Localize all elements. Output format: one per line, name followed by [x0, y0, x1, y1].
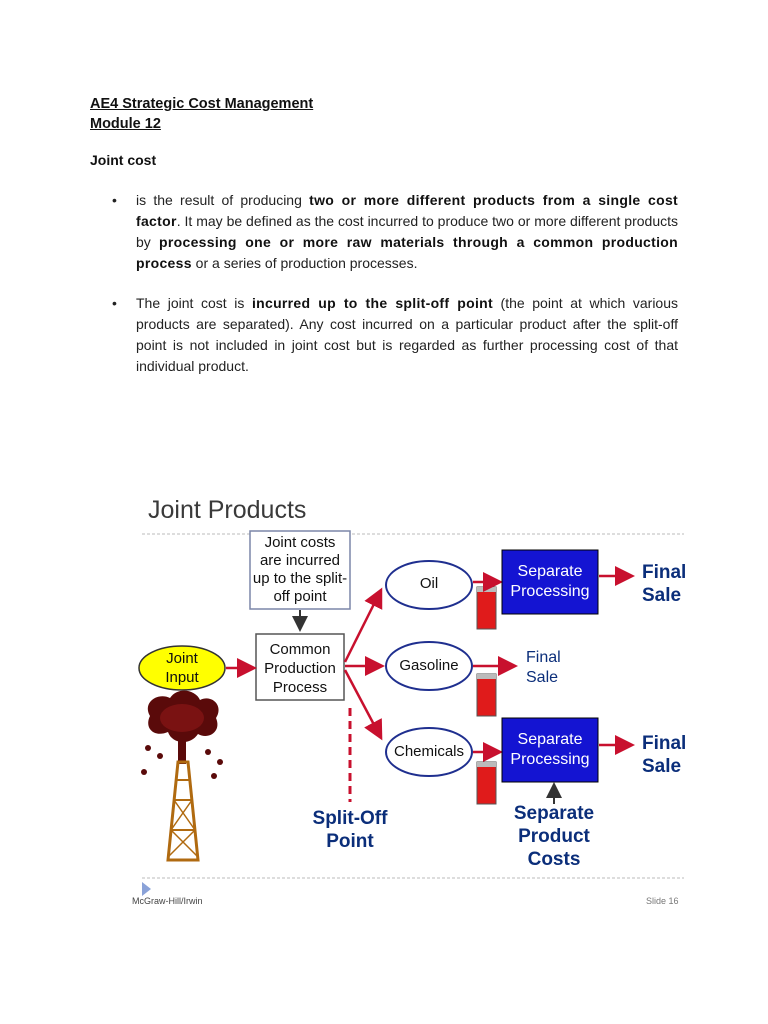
- red-cost-bar-icon: [476, 673, 497, 717]
- bullet-bold-text: two or more different products from a si…: [136, 192, 678, 229]
- gasoline-oval: [385, 641, 473, 691]
- bullet-bold-text: incurred up to the split-off point: [251, 295, 493, 311]
- split-arrow-oil: [343, 587, 383, 663]
- slide-nav-triangle-icon: [142, 882, 151, 896]
- bullet-item: The joint cost is incurred up to the spl…: [112, 293, 678, 377]
- separate-processing-label-oil: Separate Processing: [510, 563, 590, 600]
- bullet-list: is the result of producing two or more d…: [112, 190, 678, 396]
- separate-product-costs-label: Separate Product Costs: [513, 803, 595, 870]
- joint-costs-note-box: [249, 530, 351, 610]
- separate-processing-box-oil: [501, 549, 599, 615]
- red-cost-bar-icon: [476, 761, 497, 805]
- final-sale-label-gasoline: Final Sale: [526, 649, 561, 686]
- split-arrow-chemicals: [343, 669, 383, 741]
- separate-processing-box-chemicals: [501, 717, 599, 783]
- footer-publisher: McGraw-Hill/Irwin: [132, 896, 203, 906]
- product-label-chemicals: Chemicals: [393, 743, 465, 760]
- slide-diagram: [138, 530, 684, 896]
- module-title: Module 12: [90, 116, 161, 132]
- joint-input-oval: [138, 645, 226, 691]
- split-off-point-label: Split-Off Point: [312, 808, 388, 852]
- bullet-text: The joint cost is: [136, 295, 252, 311]
- section-title: Joint cost: [90, 152, 157, 168]
- product-label-oil: Oil: [419, 575, 439, 592]
- separate-processing-label-chemicals: Separate Processing: [510, 731, 590, 768]
- course-title: AE4 Strategic Cost Management: [90, 96, 314, 112]
- red-cost-bar-icon: [476, 586, 497, 630]
- document-header: AE4 Strategic Cost Management Module 12: [90, 94, 313, 134]
- bullet-text: . It may be defined as the cost incurred…: [136, 213, 678, 250]
- joint-input-label: Joint Input: [165, 650, 199, 686]
- bullet-item: is the result of producing two or more d…: [112, 190, 678, 274]
- final-sale-label-chemicals: Final Sale: [642, 733, 687, 777]
- oil-derrick-icon: [141, 690, 223, 862]
- chemicals-oval: [385, 727, 473, 777]
- joint-costs-note: Joint costs are incurred up to the split…: [252, 534, 348, 606]
- joint-products-slide: Joint Products Joint costs are incurred …: [132, 494, 688, 914]
- final-sale-label-oil: Final Sale: [642, 562, 687, 606]
- slide-title: Joint Products: [148, 496, 307, 524]
- bullet-text: (the point at which various products are…: [136, 295, 678, 374]
- footer-slide-number: Slide 16: [646, 896, 679, 906]
- common-process-label: Common Production Process: [264, 641, 336, 696]
- product-label-gasoline: Gasoline: [399, 657, 459, 674]
- bullet-text: or a series of production processes.: [191, 255, 418, 271]
- bullet-bold-text: processing one or more raw materials thr…: [136, 234, 678, 271]
- joint-costs-note-text: Joint costs are incurred up to the split…: [252, 534, 348, 605]
- oil-oval: [385, 560, 473, 610]
- bullet-text: is the result of producing: [136, 192, 310, 208]
